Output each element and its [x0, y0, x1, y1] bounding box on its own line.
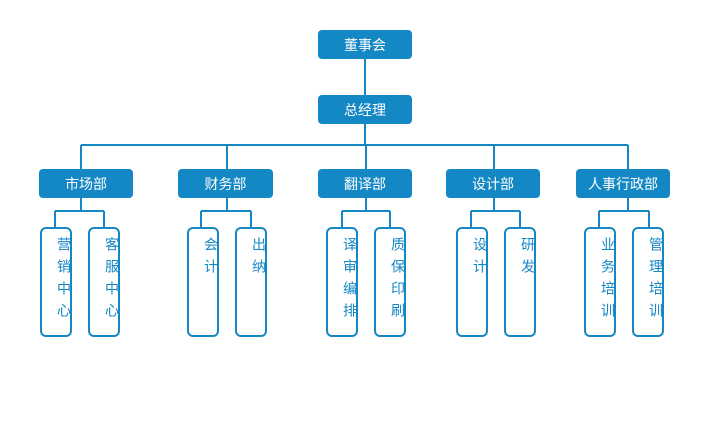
leaf-label: 营销中心 — [55, 237, 71, 325]
node-dept-1: 市场部 — [39, 169, 133, 198]
leaf-label: 客服中心 — [103, 237, 119, 325]
node-leaf-5-1: 业务培训 — [584, 227, 616, 337]
leaf-label: 管理培训 — [647, 237, 663, 325]
node-leaf-2-1: 会计 — [187, 227, 219, 337]
leaf-label: 研发 — [519, 237, 535, 281]
leaf-label: 设计 — [471, 237, 487, 281]
leaf-label: 译审编排 — [341, 237, 357, 325]
node-leaf-1-1: 营销中心 — [40, 227, 72, 337]
node-leaf-4-1: 设计 — [456, 227, 488, 337]
leaf-label: 质保印刷 — [389, 237, 405, 325]
node-leaf-2-2: 出纳 — [235, 227, 267, 337]
leaf-label: 业务培训 — [599, 237, 615, 325]
node-dept-4: 设计部 — [446, 169, 540, 198]
node-dept-2: 财务部 — [178, 169, 273, 198]
node-leaf-3-1: 译审编排 — [326, 227, 358, 337]
node-leaf-4-2: 研发 — [504, 227, 536, 337]
node-leaf-5-2: 管理培训 — [632, 227, 664, 337]
leaf-label: 会计 — [202, 237, 218, 281]
connector-lines — [54, 58, 650, 228]
node-dept-3: 翻译部 — [318, 169, 412, 198]
node-leaf-1-2: 客服中心 — [88, 227, 120, 337]
node-leaf-3-2: 质保印刷 — [374, 227, 406, 337]
node-board: 董事会 — [318, 30, 412, 59]
node-dept-5: 人事行政部 — [576, 169, 670, 198]
node-general-manager: 总经理 — [318, 95, 412, 124]
leaf-label: 出纳 — [250, 237, 266, 281]
